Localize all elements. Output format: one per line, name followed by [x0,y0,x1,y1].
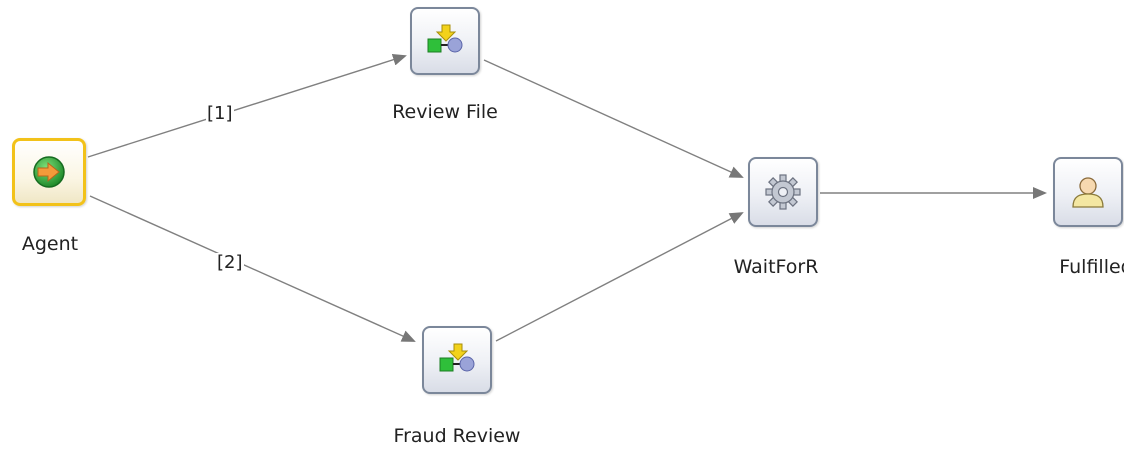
review-file-node[interactable] [410,7,480,75]
task-icon [437,342,477,378]
connector-fraud-review-to-waitforr[interactable] [495,212,744,342]
fraud-review-label[interactable]: Fraud Review [393,425,521,447]
fraud-review-node[interactable] [422,326,492,394]
connector-agent-to-fraud-review[interactable] [89,195,416,342]
task-icon [425,23,465,59]
user-icon [1068,172,1108,212]
edge-label-1: [1] [206,103,234,124]
connector-agent-to-review-file[interactable] [87,53,407,158]
fulfilled-node[interactable] [1053,157,1123,227]
review-file-label[interactable]: Review File [392,101,498,123]
start-icon [31,154,67,190]
edge-label-2: [2] [216,252,244,273]
gear-icon [763,172,803,212]
waitforr-node[interactable] [748,157,818,227]
agent-label[interactable]: Agent [21,233,79,255]
connector-review-file-to-waitforr[interactable] [483,59,744,178]
fulfilled-label[interactable]: Fulfilled [1059,256,1124,278]
waitforr-label[interactable]: WaitForR [733,256,819,278]
agent-node[interactable] [12,138,86,206]
